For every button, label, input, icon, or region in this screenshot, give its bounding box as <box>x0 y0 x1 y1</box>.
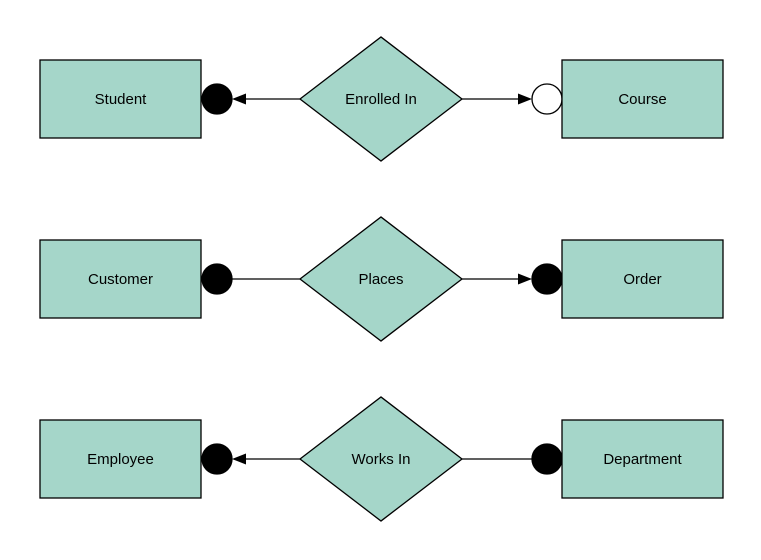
entity-label-order: Order <box>623 271 661 288</box>
entity-box-course <box>561 59 724 139</box>
cardinality-filled-circle <box>201 443 233 475</box>
entity-label-department: Department <box>603 451 682 468</box>
relationship-label-works-in: Works In <box>352 451 411 468</box>
entity-box-customer <box>39 239 202 319</box>
cardinality-open-circle <box>531 83 563 115</box>
entity-box-department <box>561 419 724 499</box>
arrowhead-right-icon <box>518 273 532 285</box>
cardinality-filled-circle <box>531 443 563 475</box>
entity-label-customer: Customer <box>88 271 153 288</box>
entity-box-order <box>561 239 724 319</box>
cardinality-filled-circle <box>201 263 233 295</box>
relationship-label-places: Places <box>358 271 403 288</box>
relationship-label-enrolled-in: Enrolled In <box>345 91 417 108</box>
relationship-row-enrolled-in: Student Enrolled In Course <box>39 36 724 162</box>
relationship-row-works-in: Employee Works In Department <box>39 396 724 522</box>
cardinality-filled-circle <box>531 263 563 295</box>
entity-label-course: Course <box>618 91 666 108</box>
arrowhead-left-icon <box>232 93 246 105</box>
arrowhead-right-icon <box>518 93 532 105</box>
entity-label-employee: Employee <box>87 451 154 468</box>
entity-box-student <box>39 59 202 139</box>
entity-label-student: Student <box>95 91 148 108</box>
relationship-row-places: Customer Places Order <box>39 216 724 342</box>
entity-box-employee <box>39 419 202 499</box>
cardinality-filled-circle <box>201 83 233 115</box>
arrowhead-left-icon <box>232 453 246 465</box>
